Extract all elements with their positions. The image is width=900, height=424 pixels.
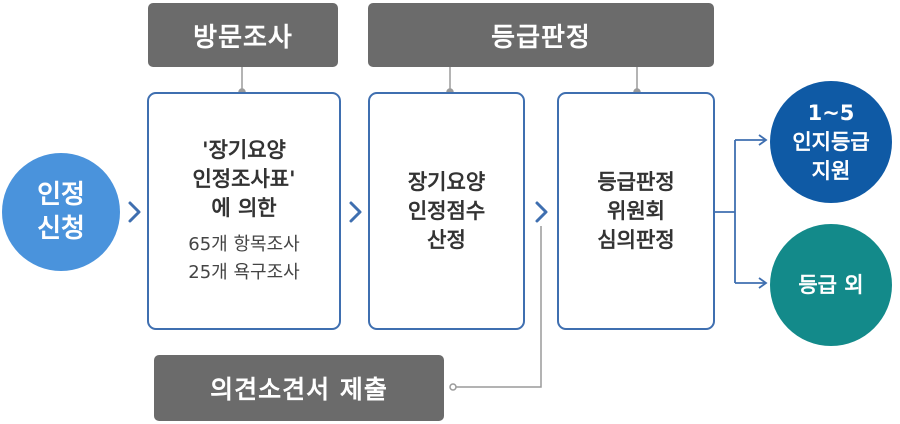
committee-step-box: 등급판정 위원회 심의판정 xyxy=(557,92,715,330)
chevron-right-icon xyxy=(128,201,141,223)
grade-support-circle: 1~5 인지등급 지원 xyxy=(770,81,892,203)
out-of-grade-circle: 등급 외 xyxy=(770,224,892,346)
survey-step-line1: '장기요양 xyxy=(202,137,286,162)
committee-step-line1: 등급판정 xyxy=(597,169,675,194)
survey-step-box: '장기요양 인정조사표' 에 의한 65개 항목조사 25개 욕구조사 xyxy=(147,92,341,330)
grading-text: 등급판정 xyxy=(491,22,591,53)
survey-step-sub1: 65개 항목조사 xyxy=(188,233,300,255)
doctor-opinion-label: 의견소견서 제출 xyxy=(154,355,444,421)
committee-step-line2: 위원회 xyxy=(607,198,665,223)
out-of-grade-line1: 등급 외 xyxy=(798,272,864,297)
visit-survey-label: 방문조사 xyxy=(148,3,338,67)
grade-support-line1: 1~5 xyxy=(807,100,855,125)
application-line1: 인정 xyxy=(37,180,85,210)
grade-support-line3: 지원 xyxy=(811,158,851,183)
score-step-line1: 장기요양 xyxy=(407,169,486,194)
opinion-connector xyxy=(453,226,542,388)
opinion-connector-dot xyxy=(449,383,457,391)
arrow-right-icon xyxy=(758,277,768,289)
arrow-right-icon xyxy=(758,134,768,146)
application-circle: 인정 신청 xyxy=(2,153,120,271)
survey-step-line3: 에 의한 xyxy=(211,195,277,220)
survey-step-line2: 인정조사표' xyxy=(192,166,296,191)
application-line2: 신청 xyxy=(37,214,85,244)
grade-support-line2: 인지등급 xyxy=(792,129,870,154)
committee-step-line3: 심의판정 xyxy=(597,227,675,252)
score-step-line3: 산정 xyxy=(427,227,466,252)
survey-step-sub2: 25개 욕구조사 xyxy=(188,261,300,283)
grading-label: 등급판정 xyxy=(368,3,714,67)
chevron-right-icon xyxy=(349,201,362,223)
score-step-box: 장기요양 인정점수 산정 xyxy=(368,92,525,330)
score-step-line2: 인정점수 xyxy=(407,198,486,223)
visit-survey-text: 방문조사 xyxy=(193,22,293,53)
doctor-opinion-text: 의견소견서 제출 xyxy=(210,375,388,404)
chevron-right-icon xyxy=(535,201,548,223)
